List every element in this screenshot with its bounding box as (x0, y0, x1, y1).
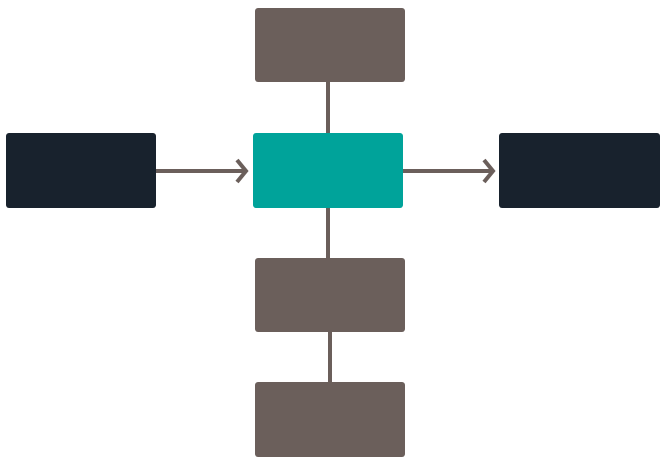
node-right (499, 133, 660, 208)
node-top (255, 8, 405, 82)
connector-center-to-right (403, 158, 496, 184)
node-bottom2 (255, 382, 405, 457)
connector-left-to-center (156, 158, 249, 184)
node-center (253, 133, 403, 208)
arrowhead-icon (482, 158, 496, 184)
arrowhead-icon (235, 158, 249, 184)
node-left (6, 133, 156, 208)
node-bottom1 (255, 258, 405, 332)
